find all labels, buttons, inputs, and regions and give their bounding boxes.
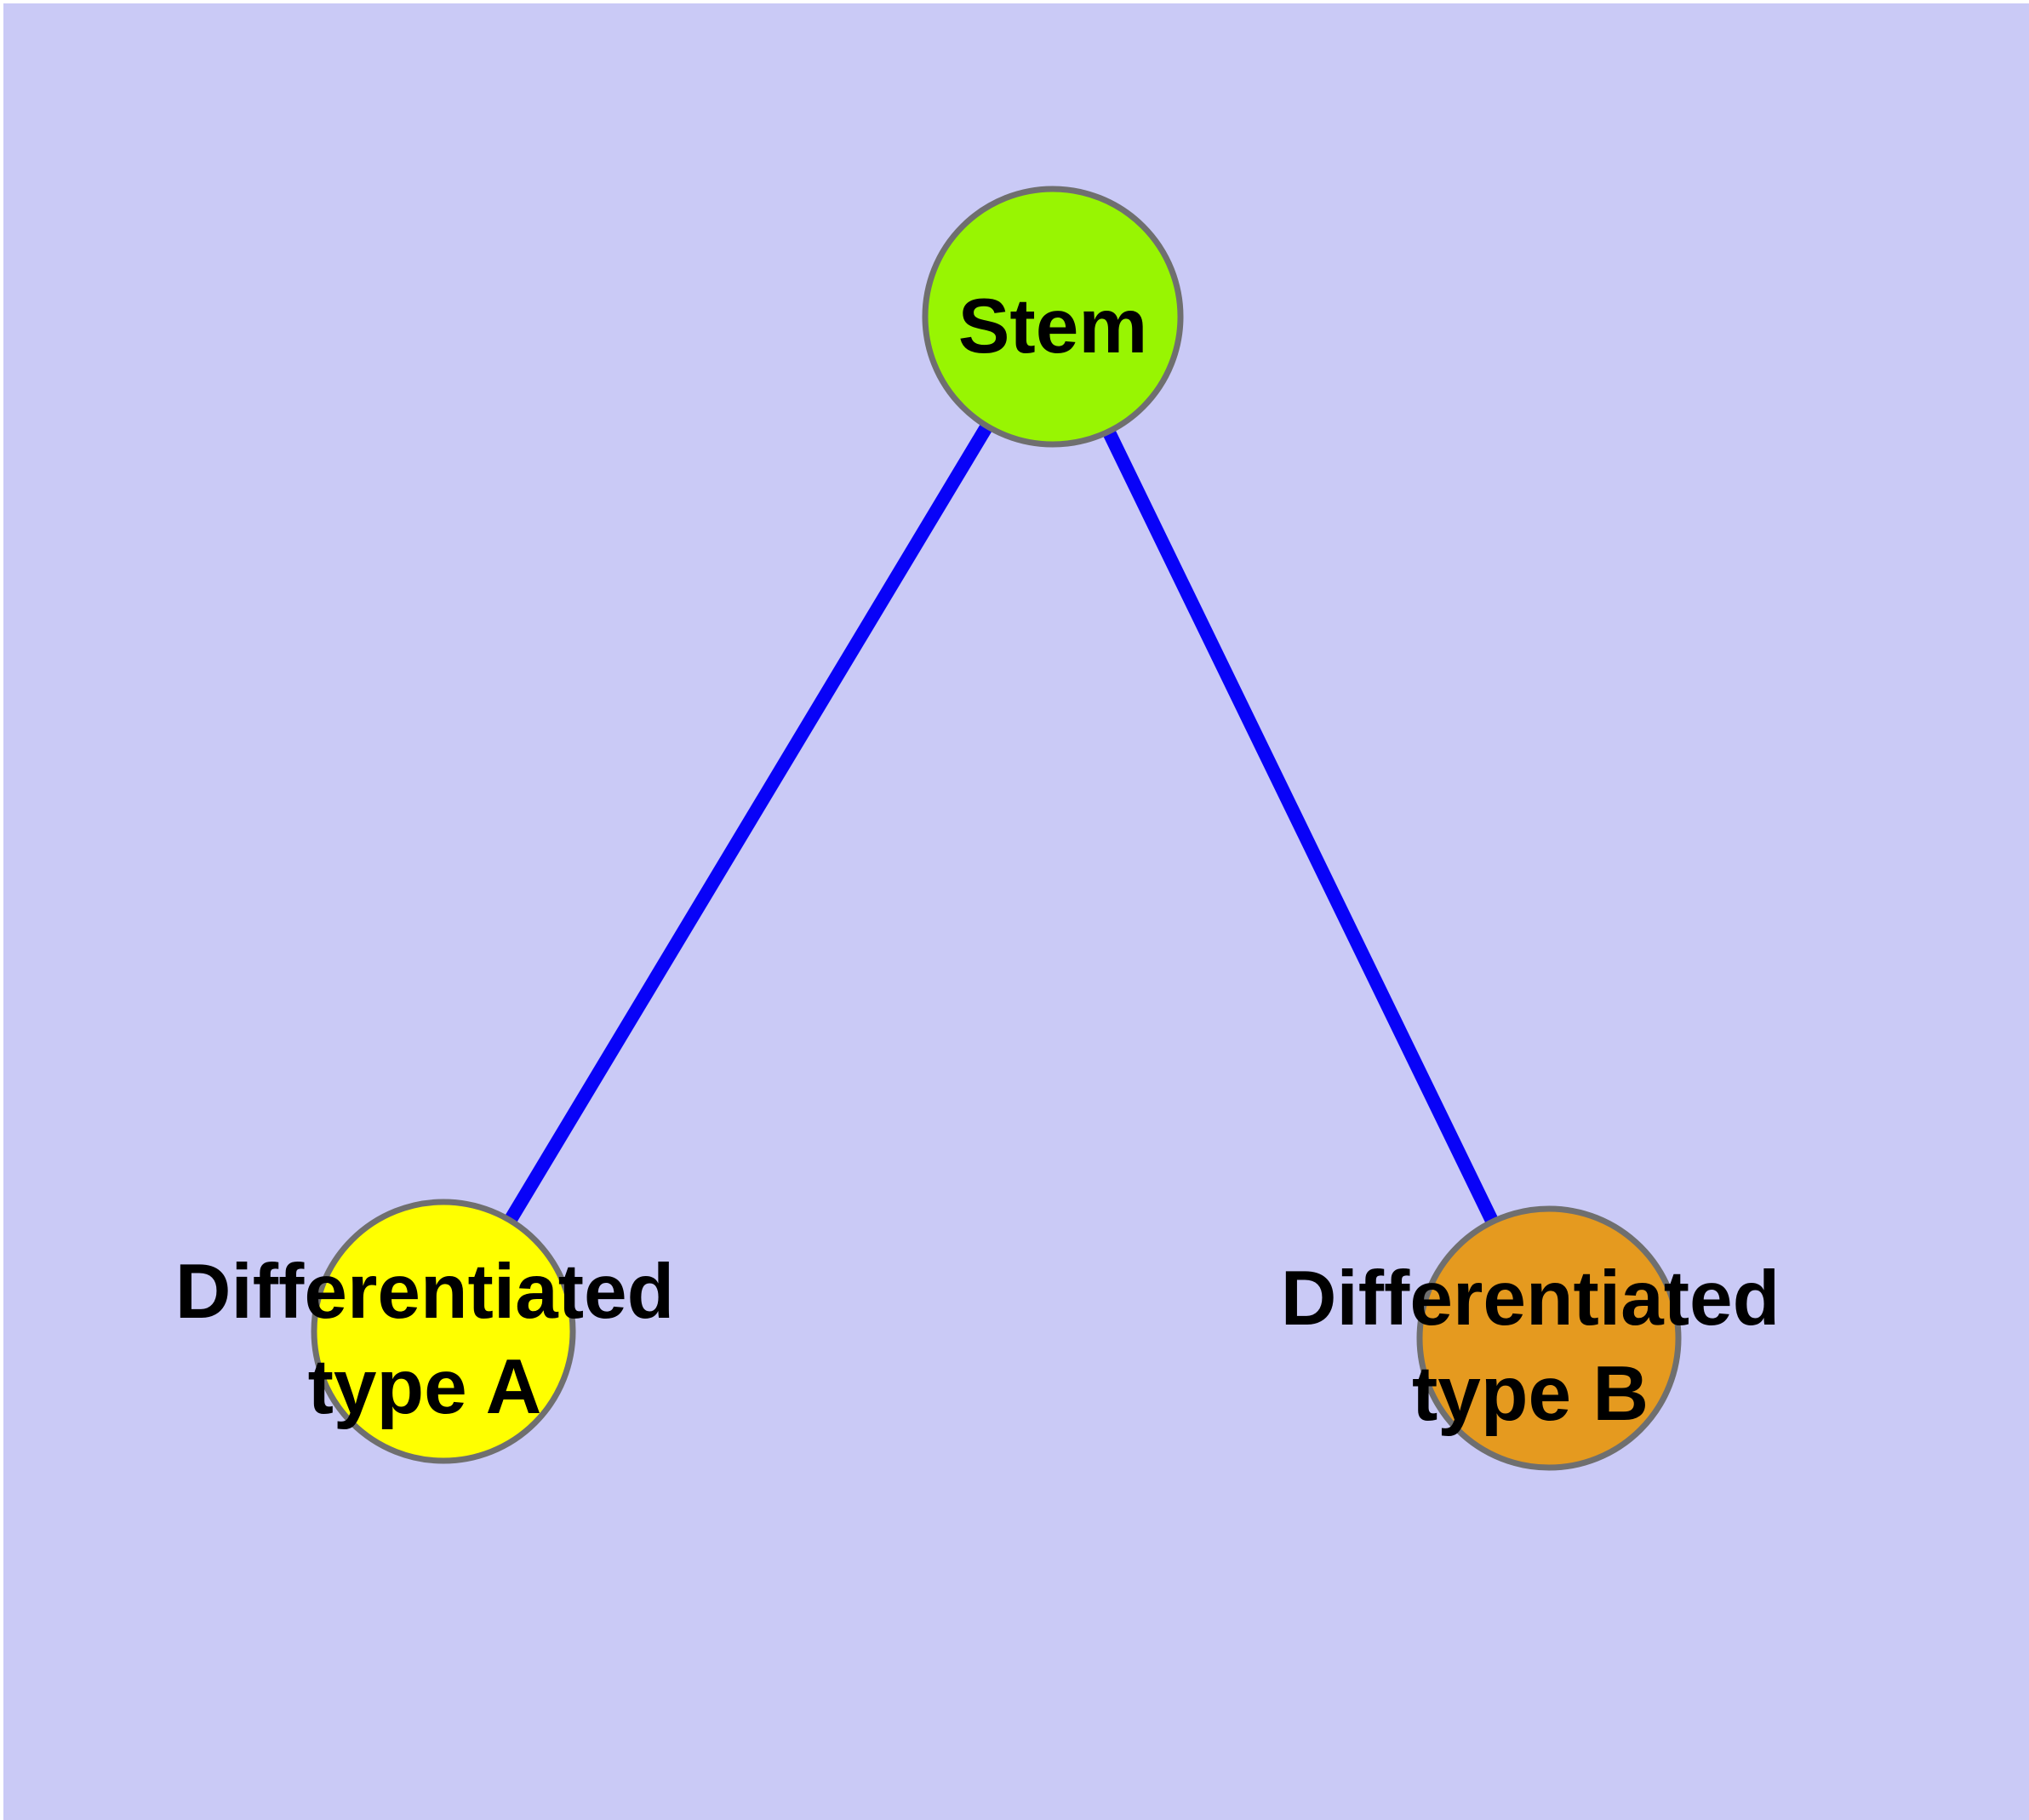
node-type-a-label-line1: Differentiated	[175, 1249, 675, 1335]
edge-stem-to-type-a	[437, 312, 1059, 1336]
node-stem	[922, 186, 1184, 448]
node-stem-label: Stem	[958, 283, 1148, 369]
node-differentiated-type-b	[1416, 1205, 1682, 1471]
node-type-a-label-line2: type A	[308, 1344, 542, 1430]
node-differentiated-type-a	[311, 1199, 576, 1464]
node-type-b-label-line2: type B	[1412, 1351, 1649, 1437]
node-type-b-label-line1: Differentiated	[1281, 1256, 1780, 1342]
edge-stem-to-type-b	[1046, 313, 1556, 1342]
